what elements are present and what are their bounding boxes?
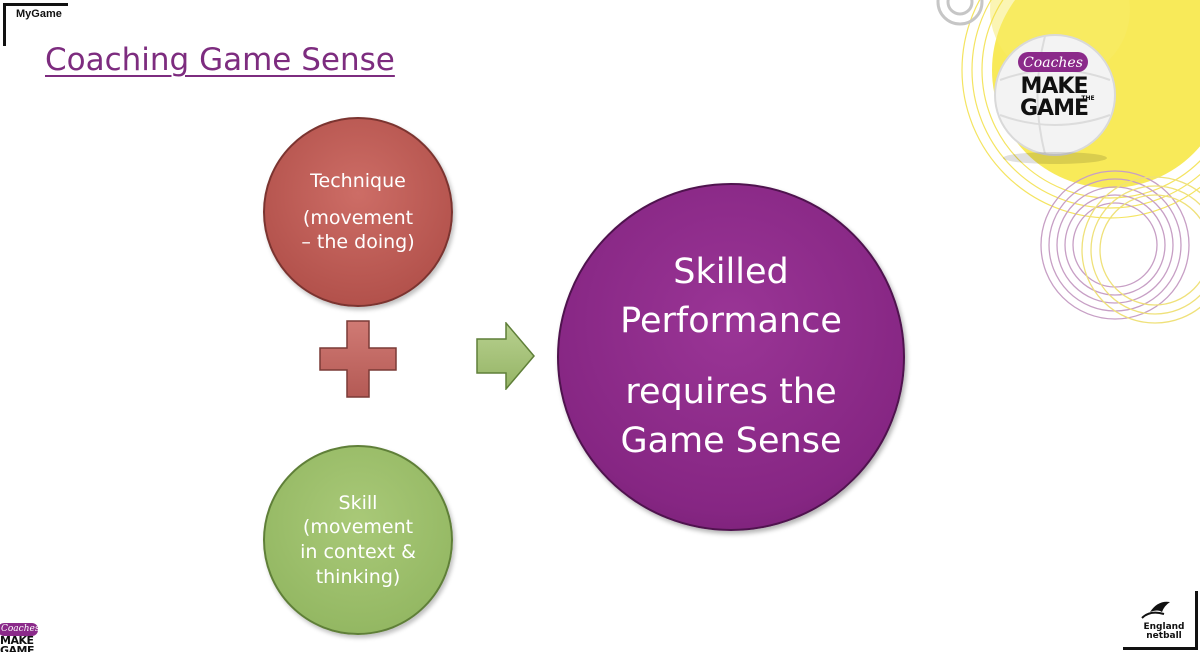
game-text: GAME (1020, 96, 1088, 121)
skill-heading: Skill (338, 491, 378, 514)
skill-circle: Skill (movement in context & thinking) (263, 445, 453, 635)
svg-text:England: England (1143, 622, 1184, 632)
bottom-coaches-text: Coaches (0, 623, 39, 636)
svg-text:netball: netball (1146, 631, 1182, 641)
coaches-text: Coaches (1023, 55, 1083, 71)
skilled-line4: Game Sense (620, 421, 842, 461)
skilled-line2: Performance (620, 301, 842, 341)
plus-icon (319, 320, 397, 398)
technique-desc-line1: (movement (302, 206, 414, 229)
technique-circle: Technique (movement – the doing) (263, 117, 453, 307)
skilled-performance-circle: Skilled Performance requires the Game Se… (557, 183, 905, 531)
skill-desc-line1: (movement (302, 516, 414, 539)
slide-title: Coaching Game Sense (45, 42, 395, 78)
skilled-line1: Skilled (673, 252, 789, 292)
skill-desc-line2: in context & (300, 541, 416, 563)
the-text: THE (1081, 95, 1094, 102)
make-text: MAKE (1021, 74, 1088, 99)
england-netball-logo: England netball (1141, 601, 1185, 641)
decorative-graphic: Coaches MAKE THE GAME (936, 0, 1200, 324)
corner-label: MyGame (16, 8, 62, 20)
corner-bracket-bottom-right (1123, 591, 1198, 650)
technique-desc-line2: – the doing) (301, 231, 415, 254)
technique-heading: Technique (310, 169, 406, 192)
skilled-line3: requires the (625, 372, 837, 412)
corner-bracket-top-left (3, 3, 68, 46)
skill-desc-line3: thinking) (315, 565, 401, 588)
arrow-right-icon (476, 322, 535, 390)
